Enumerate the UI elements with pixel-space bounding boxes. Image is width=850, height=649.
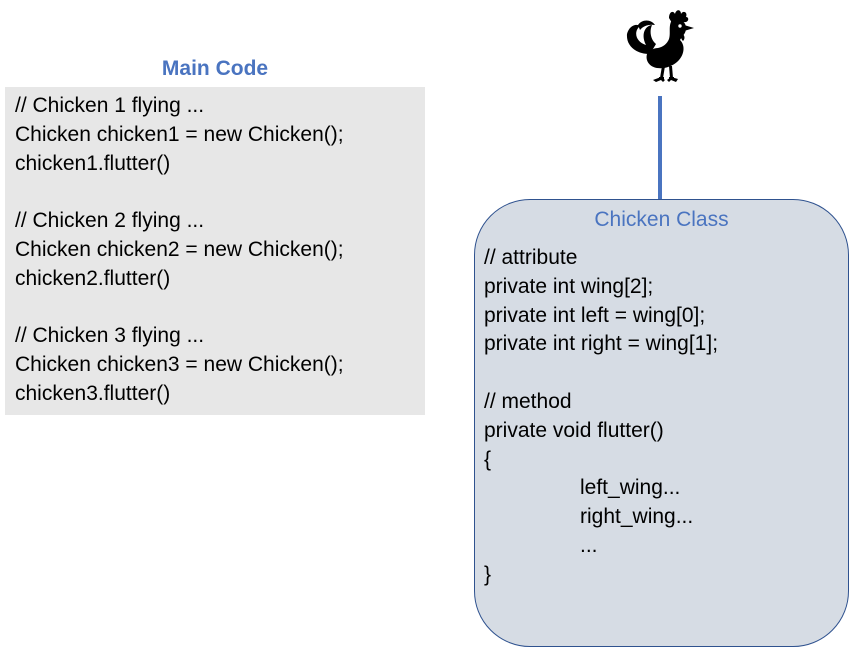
rooster-icon <box>626 10 694 82</box>
code-block-chicken-2: // Chicken 2 flying ... Chicken chicken2… <box>15 207 425 293</box>
class-line: ... <box>580 533 598 557</box>
chicken-class-box: Chicken Class // attribute private int w… <box>474 199 849 647</box>
class-line: private int right = wing[1]; <box>484 332 719 356</box>
code-block-chicken-1: // Chicken 1 flying ... Chicken chicken1… <box>15 92 425 178</box>
class-line: private void flutter() <box>484 418 664 442</box>
code-block-chicken-3: // Chicken 3 flying ... Chicken chicken3… <box>15 322 425 408</box>
class-line: // attribute <box>484 246 578 269</box>
code-line: // Chicken 3 flying ... <box>15 324 205 348</box>
class-line: { <box>484 447 492 471</box>
class-line: // method <box>484 389 572 413</box>
main-code-box: // Chicken 1 flying ... Chicken chicken1… <box>5 87 425 415</box>
class-line: private int wing[2]; <box>484 274 654 298</box>
connector-line <box>658 96 662 200</box>
code-line: chicken3.flutter() <box>15 381 171 405</box>
class-line-blank <box>484 359 834 388</box>
code-line: Chicken chicken3 = new Chicken(); <box>15 353 344 377</box>
chicken-class-body: // attribute private int wing[2]; privat… <box>484 244 834 590</box>
code-line: chicken1.flutter() <box>15 151 171 175</box>
code-line: Chicken chicken2 = new Chicken(); <box>15 237 344 261</box>
chicken-class-title: Chicken Class <box>594 208 729 231</box>
code-line: // Chicken 1 flying ... <box>15 94 205 117</box>
code-line: // Chicken 2 flying ... <box>15 209 205 233</box>
class-line: right_wing... <box>580 505 694 529</box>
class-line: private int left = wing[0]; <box>484 303 706 327</box>
code-line: Chicken chicken1 = new Chicken(); <box>15 122 344 146</box>
main-code-title: Main Code <box>161 57 269 80</box>
class-line: left_wing... <box>580 476 681 500</box>
code-line: chicken2.flutter() <box>15 266 171 290</box>
class-line: } <box>484 562 492 586</box>
